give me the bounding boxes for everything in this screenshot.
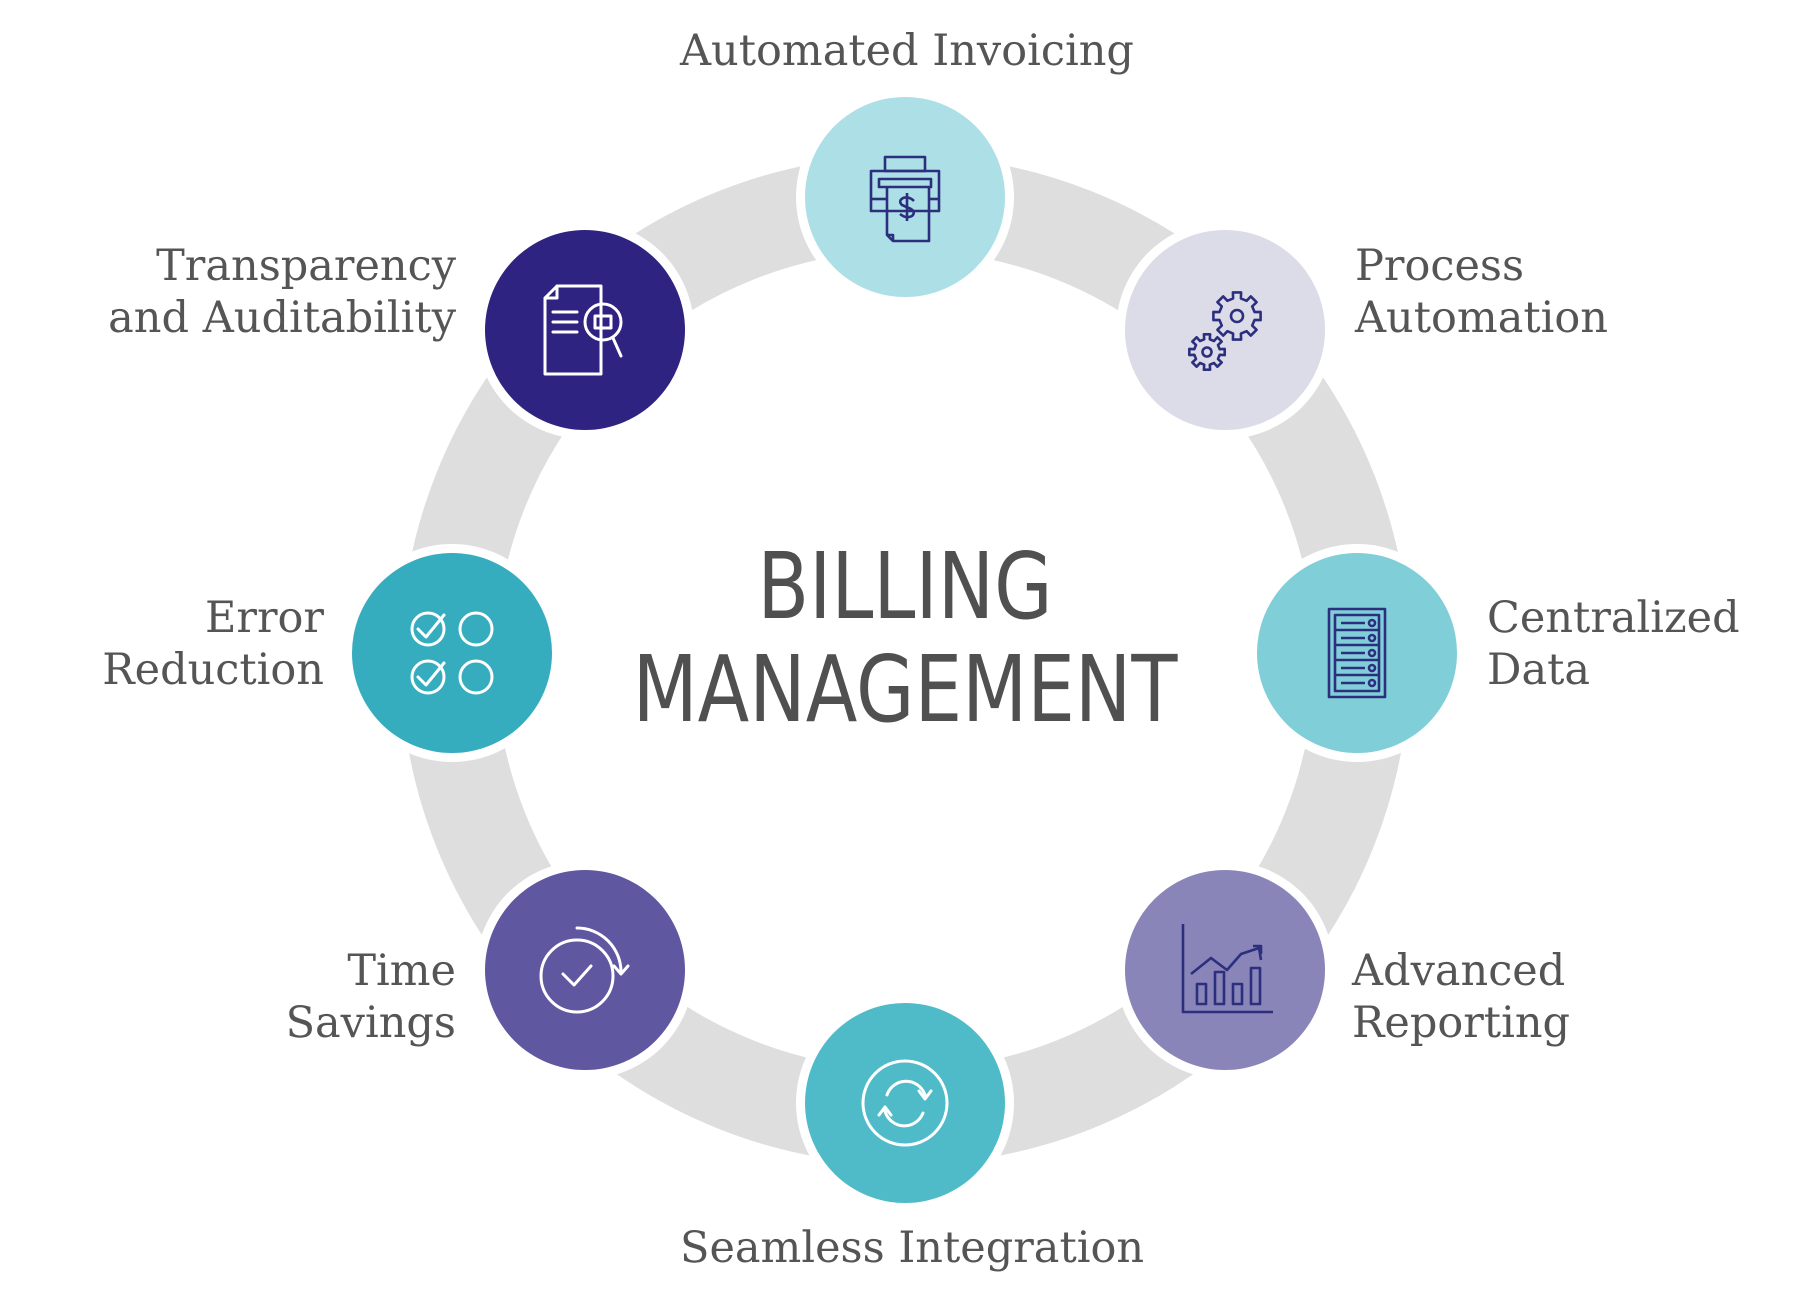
label-line: Error bbox=[205, 593, 324, 643]
server-rack-icon bbox=[1327, 607, 1387, 699]
title-line-2: MANAGEMENT bbox=[632, 636, 1178, 743]
label-advanced-reporting: Advanced Reporting bbox=[1352, 945, 1570, 1049]
label-seamless-integration: Seamless Integration bbox=[680, 1222, 1145, 1274]
diagram-title: BILLING MANAGEMENT bbox=[573, 535, 1237, 741]
label-line: and Auditability bbox=[108, 293, 456, 343]
sync-icon bbox=[861, 1059, 949, 1147]
node-time-savings bbox=[485, 870, 685, 1070]
invoice-printer-icon bbox=[869, 155, 941, 243]
clock-forward-icon bbox=[539, 926, 630, 1014]
label-error-reduction: Error Reduction bbox=[102, 592, 324, 696]
node-advanced-reporting bbox=[1125, 870, 1325, 1070]
label-automated-invoicing: Automated Invoicing bbox=[680, 25, 1134, 77]
label-line: Transparency bbox=[156, 241, 456, 291]
node-process-automation bbox=[1125, 230, 1325, 430]
gears-icon bbox=[1188, 291, 1262, 371]
label-line: Time bbox=[347, 946, 456, 996]
label-line: Savings bbox=[285, 998, 456, 1048]
node-automated-invoicing bbox=[805, 97, 1005, 297]
label-line: Reduction bbox=[102, 645, 324, 695]
title-line-1: BILLING bbox=[757, 533, 1053, 640]
label-time-savings: Time Savings bbox=[286, 945, 456, 1049]
label-line: Process bbox=[1355, 241, 1525, 291]
label-centralized-data: Centralized Data bbox=[1487, 592, 1740, 696]
document-search-icon bbox=[543, 284, 623, 376]
checklist-icon bbox=[410, 611, 494, 695]
label-line: Automation bbox=[1355, 293, 1608, 343]
label-line: Centralized bbox=[1487, 593, 1740, 643]
bar-chart-icon bbox=[1181, 924, 1273, 1014]
label-line: Seamless Integration bbox=[680, 1223, 1145, 1273]
label-process-automation: Process Automation bbox=[1355, 240, 1608, 344]
node-centralized-data bbox=[1257, 553, 1457, 753]
node-seamless-integration bbox=[805, 1003, 1005, 1203]
label-line: Reporting bbox=[1352, 998, 1571, 1048]
label-line: Data bbox=[1487, 645, 1591, 695]
label-line: Advanced bbox=[1352, 946, 1566, 996]
node-transparency-auditability bbox=[485, 230, 685, 430]
label-line: Automated Invoicing bbox=[680, 26, 1134, 76]
node-error-reduction bbox=[352, 553, 552, 753]
label-transparency-auditability: Transparency and Auditability bbox=[108, 240, 456, 344]
